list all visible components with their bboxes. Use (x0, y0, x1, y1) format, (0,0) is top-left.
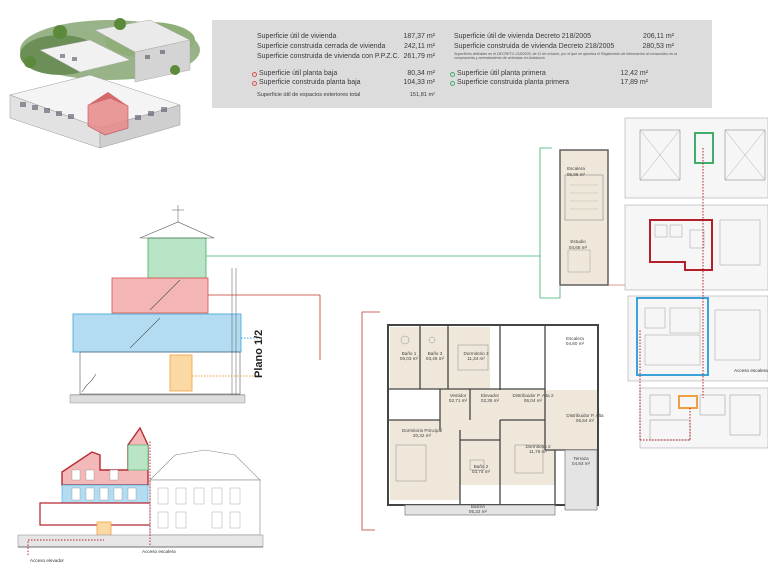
room-area: 02,71 m² (449, 398, 468, 403)
room-label: Estudio (570, 239, 586, 244)
floor-color-dot (252, 80, 257, 86)
room-area: 06,03 m² (400, 356, 419, 361)
main-floor-plan: Baño 1 06,03 m² Baño 3 03,46 m² Dormitor… (361, 311, 604, 531)
decree-note: Superficies definidas en el DECRETO 218/… (454, 52, 678, 61)
floor-color-dot (252, 71, 257, 77)
floor-label: Superficie construida planta primera (457, 79, 570, 86)
room-label: Vestidor (450, 393, 467, 398)
room-label: Balcón (471, 504, 485, 509)
room-label: Distribuidor P. Alta (566, 413, 604, 418)
room-label: Baño 1 (402, 351, 417, 356)
summary-value: 242,11 m² (404, 43, 435, 50)
facade-elevation (17, 426, 264, 555)
room-area: 11,34 m² (467, 356, 485, 361)
summary-value: 261,79 m² (403, 53, 435, 60)
floor-label: Superficie útil planta baja (259, 70, 338, 77)
building-3d-render (9, 18, 200, 149)
floor-value: 12,42 m² (620, 70, 648, 77)
plano-label: Plano 1/2 (253, 329, 265, 378)
room-label: Elevador (481, 393, 500, 398)
exterior-label: Superficie útil de espacios exteriores t… (257, 92, 361, 98)
room-label: Escalera (566, 336, 584, 341)
summary-value: 280,53 m² (642, 43, 674, 50)
room-area: 06,54 m² (576, 418, 595, 423)
room-area: 02,35 m² (481, 398, 500, 403)
room-area: 06,04 m² (524, 398, 543, 403)
site-plans (608, 117, 768, 449)
summary-label: Superficie construida de vivienda Decret… (454, 43, 615, 50)
room-label: Dormitorio 3 (463, 351, 488, 356)
summary-label: Superficie construida de vivienda con P.… (257, 53, 400, 60)
room-area: 04,93 m² (572, 461, 591, 466)
room-label: Baño 2 (474, 464, 489, 469)
room-label: Escalera (567, 166, 585, 171)
floor-value: 17,89 m² (620, 79, 648, 86)
floor-color-dot (450, 71, 455, 77)
surface-summary-panel: Superficie útil de vivienda 187,37 m² Su… (212, 20, 712, 108)
room-area: 03,46 m² (426, 356, 445, 361)
room-area: 05,96 m² (567, 172, 586, 177)
floor-label: Superficie útil planta primera (457, 70, 546, 77)
room-area: 05,32 m² (469, 509, 488, 514)
section-drawing (69, 205, 540, 404)
room-area: 04,60 m² (566, 341, 585, 346)
upper-floor-plan: Escalera 05,96 m² Estudio 04,66 m² (539, 147, 609, 299)
summary-label: Superficie construida cerrada de viviend… (257, 43, 386, 50)
summary-value: 206,11 m² (643, 33, 674, 40)
room-label: Dormitorio Principal (402, 428, 442, 433)
access-stair-plan: Acceso escalera (734, 368, 768, 373)
access-elevator-elevation: Acceso elevador (30, 558, 64, 563)
summary-value: 187,37 m² (403, 33, 435, 40)
room-area: 03,74 m² (472, 469, 491, 474)
floor-value: 80,34 m² (407, 70, 435, 77)
room-label: Terraza (573, 456, 589, 461)
room-area: 04,66 m² (569, 245, 588, 250)
room-label: Dormitorio 2 (525, 444, 550, 449)
room-area: 11,76 m² (529, 449, 547, 454)
summary-label: Superficie útil de vivienda Decreto 218/… (454, 33, 591, 40)
floor-label: Superficie construida planta baja (259, 79, 361, 86)
room-label: Distribuidor P. Alta 2 (512, 393, 553, 398)
exterior-value: 151,81 m² (409, 92, 435, 98)
floor-color-dot (450, 80, 455, 86)
summary-label: Superficie útil de vivienda (257, 33, 337, 40)
floor-value: 104,33 m² (403, 79, 435, 86)
room-label: Baño 3 (428, 351, 443, 356)
room-area: 20,32 m² (413, 433, 432, 438)
access-stair-elevation: Acceso escalera (142, 549, 176, 554)
